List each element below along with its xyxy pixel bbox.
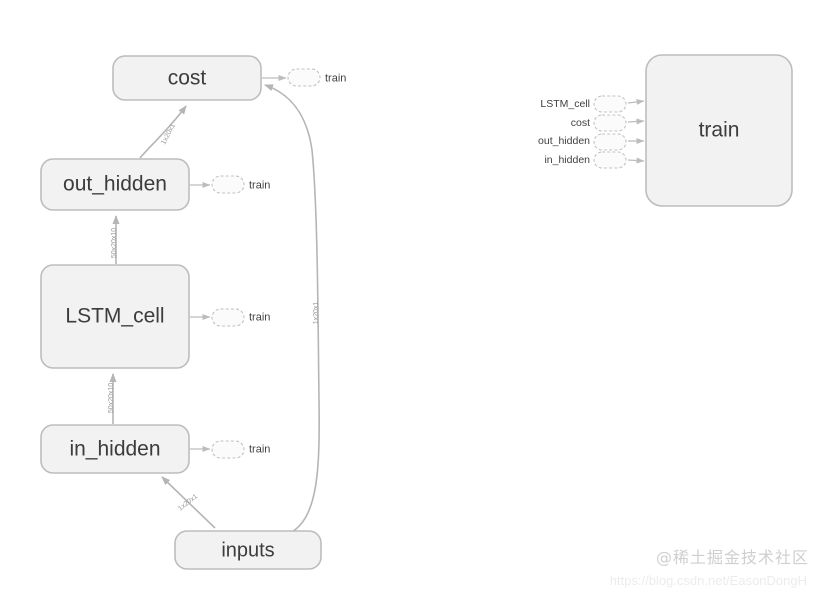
edge-inputs-to-cost [264, 84, 320, 534]
train-input-arrow-cost [627, 118, 645, 125]
train-input-pill-cost[interactable] [593, 114, 627, 132]
train-pill-in-hidden[interactable] [211, 440, 245, 459]
node-train-label: train [699, 119, 740, 142]
watermark-text: @稀土掘金技术社区 [655, 548, 809, 567]
node-inputs[interactable]: inputs [174, 530, 322, 570]
node-in-hidden[interactable]: in_hidden [40, 424, 190, 474]
train-stub-label-lstm-cell: train [249, 311, 270, 323]
train-stub-cost[interactable]: train [262, 68, 346, 87]
left-panel-edges [109, 84, 320, 534]
train-pill-cost[interactable] [287, 68, 321, 87]
node-out-hidden-box[interactable] [40, 158, 190, 211]
watermark-url: https://blog.csdn.net/EasonDongH [609, 573, 807, 588]
node-inputs-label: inputs [221, 539, 274, 561]
train-pill-lstm-cell[interactable] [211, 308, 245, 327]
node-cost-box[interactable] [112, 55, 262, 101]
node-lstm-cell-label: LSTM_cell [65, 305, 164, 328]
train-input-label-cost: cost [571, 117, 590, 129]
node-in-hidden-label: in_hidden [69, 438, 160, 461]
train-pill-out-hidden[interactable] [211, 175, 245, 194]
train-input-lstm-cell[interactable]: LSTM_cell [540, 95, 645, 113]
edge-label-inputs-cost: 1x20x1 [313, 302, 320, 325]
right-panel: LSTM_cell cost out_hidden in_hidden trai… [538, 54, 793, 207]
train-input-arrow-in-hidden [627, 157, 645, 164]
node-cost-label: cost [168, 67, 207, 90]
train-output-stubs: train train train train [190, 68, 346, 459]
train-input-cost[interactable]: cost [571, 114, 645, 132]
train-stub-label-in-hidden: train [249, 443, 270, 455]
train-input-label-in-hidden: in_hidden [544, 154, 590, 166]
node-train[interactable]: train [645, 54, 793, 207]
edge-out-hidden-to-cost [139, 105, 187, 159]
train-input-in-hidden[interactable]: in_hidden [544, 151, 645, 169]
node-lstm-cell[interactable]: LSTM_cell [40, 264, 190, 369]
node-inputs-box[interactable] [174, 530, 322, 570]
train-input-pill-out-hidden[interactable] [593, 133, 627, 151]
train-stub-label-out-hidden: train [249, 179, 270, 191]
node-out-hidden[interactable]: out_hidden [40, 158, 190, 211]
node-cost[interactable]: cost [112, 55, 262, 101]
node-train-box[interactable] [645, 54, 793, 207]
node-in-hidden-box[interactable] [40, 424, 190, 474]
train-input-out-hidden[interactable]: out_hidden [538, 133, 645, 151]
node-lstm-cell-box[interactable] [40, 264, 190, 369]
train-stub-lstm-cell[interactable]: train [190, 308, 270, 327]
node-out-hidden-label: out_hidden [63, 173, 167, 196]
train-input-arrow-lstm-cell [627, 98, 645, 105]
train-input-label-out-hidden: out_hidden [538, 135, 590, 147]
edge-label-lstm-cell-out-hidden: 50x20x10 [111, 228, 118, 258]
edge-inputs-to-in-hidden [161, 476, 216, 529]
train-input-pill-in-hidden[interactable] [593, 151, 627, 169]
train-stub-label-cost: train [325, 72, 346, 84]
train-stub-in-hidden[interactable]: train [190, 440, 270, 459]
train-input-label-lstm-cell: LSTM_cell [540, 98, 590, 110]
train-input-pill-lstm-cell[interactable] [593, 95, 627, 113]
edge-label-in-hidden-lstm-cell: 50x20x10 [108, 383, 115, 413]
train-stub-out-hidden[interactable]: train [190, 175, 270, 194]
